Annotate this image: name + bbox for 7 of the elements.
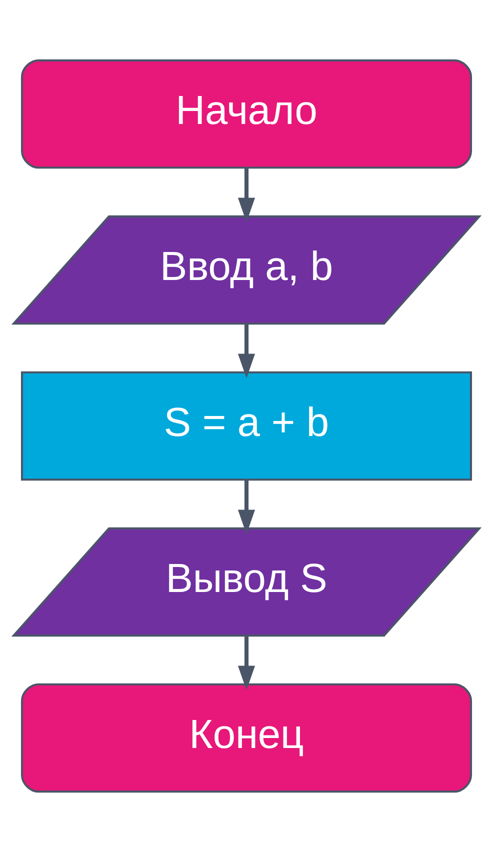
node-box: Конец bbox=[20, 682, 472, 792]
arrow bbox=[238, 323, 256, 378]
node-box: Начало bbox=[20, 58, 472, 168]
arrow bbox=[238, 635, 256, 690]
arrow bbox=[238, 479, 256, 534]
node-box: S = a + b bbox=[20, 370, 472, 480]
arrow bbox=[238, 167, 256, 222]
